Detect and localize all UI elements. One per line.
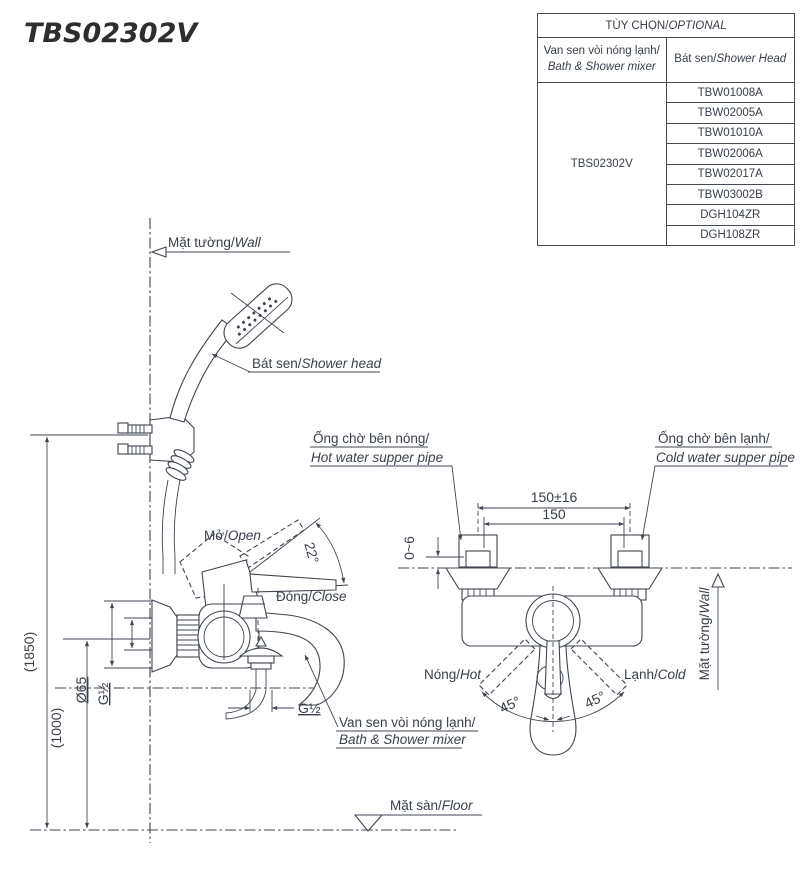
- mixer-side: [151, 584, 345, 720]
- front-view: 150±16 150 0~6 Ống chờ bên nóng/ Hot wat…: [310, 431, 795, 756]
- shower-head-code: TBW01010A: [665, 122, 795, 145]
- dim-swing-left: 45°: [497, 693, 523, 716]
- hot-pipe-label-en: Hot water supper pipe: [311, 450, 443, 465]
- shower-bracket: [117, 415, 195, 463]
- mixer-code-cell: TBS02302V: [537, 81, 667, 247]
- dim-span: 150: [542, 506, 566, 522]
- dim-span-tol: 150±16: [531, 489, 578, 505]
- lever-open: [179, 533, 249, 599]
- table-row: DGH108ZR: [538, 224, 795, 247]
- hand-shower: [161, 283, 293, 574]
- dim-height-mixer: (1000): [48, 708, 64, 748]
- cold-pipe-label-vn: Ống chờ bên lạnh/: [658, 431, 770, 446]
- floor-label: Mặt sàn/Floor: [390, 798, 473, 813]
- hot-pipe-label-vn: Ống chờ bên nóng/: [313, 431, 429, 446]
- escutcheon-hot: [445, 567, 511, 590]
- table-row: TBW02017A: [538, 163, 795, 185]
- cold-label: Lạnh/Cold: [624, 667, 686, 682]
- spout-side: [255, 611, 345, 706]
- connection-nut: [176, 614, 200, 658]
- table-header-row: TÙY CHỌN/OPTIONAL: [537, 13, 795, 38]
- dim-thread-left: G½: [95, 682, 111, 705]
- shower-head-code: TBW02017A: [665, 163, 795, 185]
- dim-escutcheon-dia: Ø65: [73, 677, 89, 704]
- mixer-label-en: Bath & Shower mixer: [339, 732, 466, 747]
- table-row: TBW02005A: [538, 102, 795, 124]
- wall-right-label: Mặt tường/Wall: [697, 587, 712, 681]
- hot-label: Nóng/Hot: [424, 667, 482, 682]
- table-row: DGH104ZR: [538, 204, 795, 226]
- escutcheon-cold: [597, 567, 663, 590]
- shower-head-code: TBW02005A: [665, 102, 795, 124]
- mixer-label-vn: Van sen vòi nóng lạnh/: [339, 715, 476, 730]
- table-column-header-row: Van sen vòi nóng lạnh/Bath & Shower mixe…: [537, 37, 795, 83]
- dim-thread-right: G½: [298, 700, 321, 716]
- wall-arrow: [150, 246, 167, 258]
- col-header-shower-head: Bát sen/Shower Head: [665, 37, 795, 83]
- shower-head-body: [223, 283, 293, 349]
- dim-height-shower: (1850): [21, 632, 37, 672]
- close-label: Đóng/Close: [276, 589, 347, 604]
- cold-pipe-label-en: Cold water supper pipe: [656, 450, 795, 465]
- wall-left-label: Mặt tường/Wall: [168, 235, 262, 250]
- shower-head-code: DGH104ZR: [665, 204, 795, 226]
- shower-head-code: DGH108ZR: [665, 224, 795, 247]
- floor-marker: [353, 814, 384, 832]
- lever-swing-right: [570, 638, 628, 696]
- lever-swing-left: [478, 638, 536, 696]
- dim-open-angle: 22°: [301, 540, 322, 565]
- dim-protrusion: 0~6: [401, 536, 417, 560]
- shower-head-label: Bát sen/Shower head: [252, 356, 382, 371]
- table-title-cell: TÙY CHỌN/OPTIONAL: [537, 13, 795, 38]
- optional-parts-table: TÙY CHỌN/OPTIONAL Van sen vòi nóng lạnh/…: [537, 13, 795, 247]
- side-view: (1850) (1000) Ø65 G½ Mặt tường/Wall Mặt …: [21, 218, 482, 843]
- escutcheon-side: [151, 599, 178, 673]
- table-row: TBS02302V TBW01008A: [537, 81, 795, 247]
- shower-hose: [161, 479, 169, 574]
- diverter-knob: [238, 595, 268, 619]
- page-title: TBS02302V: [24, 18, 198, 49]
- wall-arrow-right: [711, 572, 725, 588]
- spout-outlet: [238, 647, 284, 657]
- open-label: Mở/Open: [204, 528, 261, 543]
- table-row: TBW01010A: [538, 122, 795, 145]
